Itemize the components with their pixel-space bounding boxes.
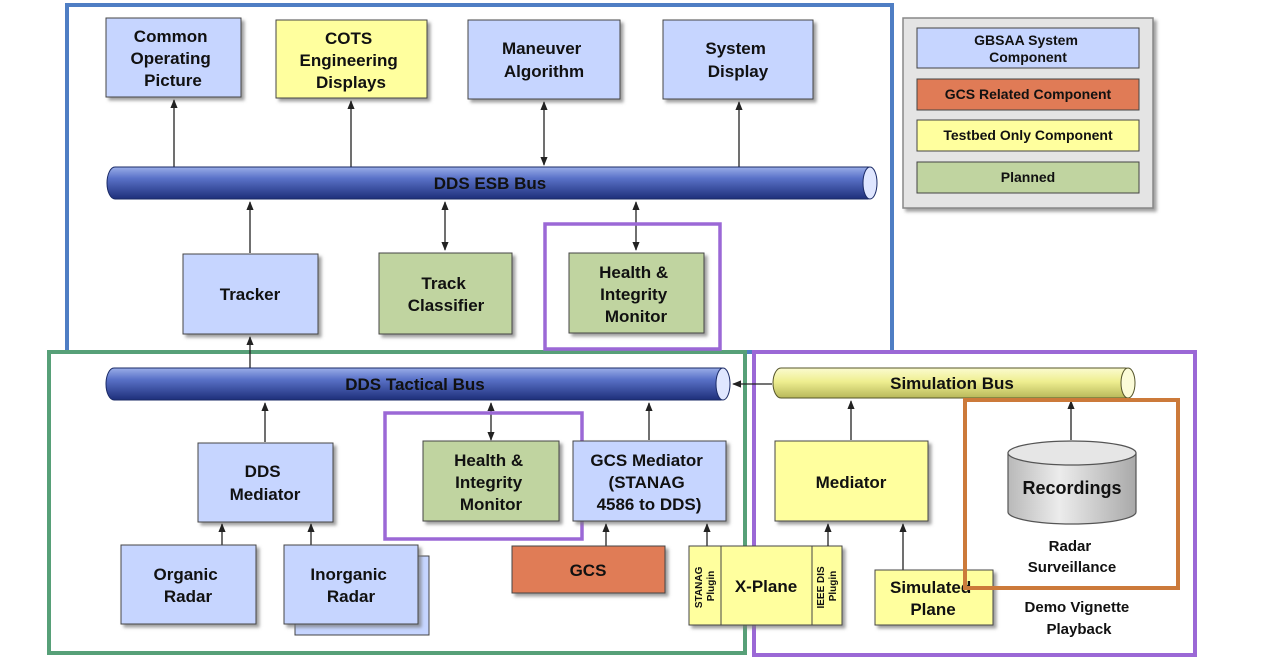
health-monitor-upper-outline	[543, 222, 722, 351]
stanag-plugin-line2: Plugin	[706, 571, 717, 602]
simulation-bus: Simulation Bus	[772, 367, 1136, 399]
xplane-label: X-Plane	[735, 577, 797, 596]
inorganic-radar-box: Inorganic Radar	[283, 544, 430, 636]
stanag-plugin-line1: STANAG	[694, 566, 705, 608]
health-upper-line1: Health &	[599, 263, 668, 282]
demo-vignette-line1: Demo Vignette	[1025, 599, 1130, 616]
maneuver-line1: Maneuver	[502, 39, 582, 58]
gcs-mediator-line1: GCS Mediator	[590, 451, 703, 470]
simulated-plane-line2: Plane	[910, 600, 955, 619]
legend-swatch-gbsaa	[916, 27, 1140, 69]
maneuver-algorithm-box: Maneuver Algorithm	[467, 19, 621, 100]
gcs-mediator-line2: (STANAG	[609, 473, 685, 492]
svg-text:Organic Radar: Organic Radar	[154, 565, 223, 606]
common-operating-picture-box: Common Operating Picture	[105, 17, 242, 98]
legend-testbed-label: Testbed Only Component	[943, 127, 1113, 143]
dds-mediator-box: DDS Mediator	[197, 442, 334, 523]
ieee-plugin-line2: Plugin	[828, 571, 839, 602]
svg-text:Track Classifier: Track Classifier	[408, 274, 485, 315]
legend-swatch-testbed	[916, 119, 1140, 152]
svg-text:Inorganic Radar: Inorganic Radar	[310, 565, 391, 606]
svg-text:Maneuver Algorithm: Maneuver Algorithm	[502, 39, 586, 81]
dds-esb-bus: DDS ESB Bus	[106, 166, 878, 200]
sim-mediator-box: Mediator	[774, 440, 929, 522]
gcs-label: GCS	[570, 561, 607, 580]
recordings-region-outline	[963, 398, 1180, 590]
inorganic-radar-line2: Radar	[327, 587, 376, 606]
cop-line3: Picture	[144, 71, 202, 90]
cop-line1: Common	[134, 27, 208, 46]
simulation-region-outline	[752, 350, 1197, 657]
svg-text:Radar Surveillance: Radar Surveillance	[1028, 538, 1116, 576]
gcs-box: GCS	[511, 545, 666, 594]
health-lower-line2: Integrity	[455, 473, 523, 492]
track-classifier-box: Track Classifier	[378, 252, 513, 335]
svg-text:Common Operating P: Common Operating Picture	[130, 27, 215, 90]
svg-text:STANAG Plugin: STANAG Plugin	[694, 564, 717, 608]
legend: GBSAA System Component GCS Related Compo…	[902, 17, 1154, 209]
system-display-box: System Display	[662, 19, 814, 100]
health-monitor-lower-box: Health & Integrity Monitor	[422, 440, 560, 522]
legend-swatch-planned	[916, 161, 1140, 194]
svg-text:Health & Integrity: Health & Integrity Monitor	[454, 451, 528, 514]
organic-radar-line2: Radar	[164, 587, 213, 606]
svg-text:Simulated Plane: Simulated Plane	[890, 578, 976, 619]
recordings-database-icon: Recordings	[1007, 440, 1137, 525]
health-monitor-upper-box: Health & Integrity Monitor	[568, 252, 705, 334]
legend-gbsaa-line2: Component	[989, 49, 1067, 65]
health-upper-line3: Monitor	[605, 307, 668, 326]
tracker-label: Tracker	[220, 285, 281, 304]
cots-engineering-displays-box: COTS Engineering Displays	[275, 19, 428, 99]
simulated-plane-line1: Simulated	[890, 578, 971, 597]
demo-vignette-line2: Playback	[1046, 621, 1112, 638]
system-display-line1: System	[705, 39, 765, 58]
dds-mediator-line2: Mediator	[230, 485, 301, 504]
tactical-region-outline	[47, 350, 747, 655]
dds-tactical-bus-label: DDS Tactical Bus	[345, 375, 485, 394]
svg-text:System Display: System Display	[705, 39, 770, 81]
svg-text:Demo Vignette Playback: Demo Vignette Playback	[1025, 599, 1134, 638]
cots-line3: Displays	[316, 73, 386, 92]
svg-text:Health & Integrity: Health & Integrity Monitor	[599, 263, 673, 326]
dds-mediator-line1: DDS	[245, 462, 281, 481]
track-classifier-line1: Track	[421, 274, 466, 293]
track-classifier-line2: Classifier	[408, 296, 485, 315]
svg-text:DDS Mediator: DDS Mediator	[230, 462, 301, 504]
recordings-label: Recordings	[1022, 478, 1121, 498]
system-display-line2: Display	[708, 62, 769, 81]
gcs-mediator-line3: 4586 to DDS)	[597, 495, 702, 514]
svg-text:GBSAA System Component: GBSAA System Component	[974, 32, 1082, 65]
xplane-box: X-Plane STANAG Plugin IEEE DIS Plugin	[688, 545, 843, 626]
maneuver-line2: Algorithm	[504, 62, 584, 81]
dds-tactical-bus: DDS Tactical Bus	[105, 367, 731, 401]
svg-text:COTS Engineering D: COTS Engineering Displays	[300, 29, 403, 92]
svg-text:IEEE DIS Plugin: IEEE DIS Plugin	[816, 563, 839, 608]
gcs-mediator-box: GCS Mediator (STANAG 4586 to DDS)	[572, 440, 727, 522]
health-lower-line1: Health &	[454, 451, 523, 470]
sim-mediator-label: Mediator	[816, 473, 887, 492]
simulation-bus-label: Simulation Bus	[890, 374, 1014, 393]
tracker-box: Tracker	[182, 253, 319, 335]
organic-radar-box: Organic Radar	[120, 544, 257, 625]
cop-line2: Operating	[130, 49, 210, 68]
legend-gcs-label: GCS Related Component	[945, 86, 1112, 102]
legend-planned-label: Planned	[1001, 169, 1055, 185]
legend-gbsaa-line1: GBSAA System	[974, 32, 1078, 48]
legend-swatch-gcs	[916, 78, 1140, 111]
simulated-plane-box: Simulated Plane	[874, 569, 994, 626]
organic-radar-line1: Organic	[154, 565, 218, 584]
cots-line2: Engineering	[300, 51, 398, 70]
cots-line1: COTS	[325, 29, 372, 48]
health-upper-line2: Integrity	[600, 285, 668, 304]
inorganic-radar-line1: Inorganic	[310, 565, 387, 584]
radar-surveillance-line1: Radar	[1049, 538, 1092, 555]
health-lower-line3: Monitor	[460, 495, 523, 514]
dds-esb-bus-label: DDS ESB Bus	[434, 174, 546, 193]
svg-text:GCS Mediator (STANAG: GCS Mediator (STANAG 4586 to DDS)	[590, 451, 707, 514]
ieee-plugin-line1: IEEE DIS	[816, 566, 827, 609]
radar-surveillance-line2: Surveillance	[1028, 559, 1116, 576]
